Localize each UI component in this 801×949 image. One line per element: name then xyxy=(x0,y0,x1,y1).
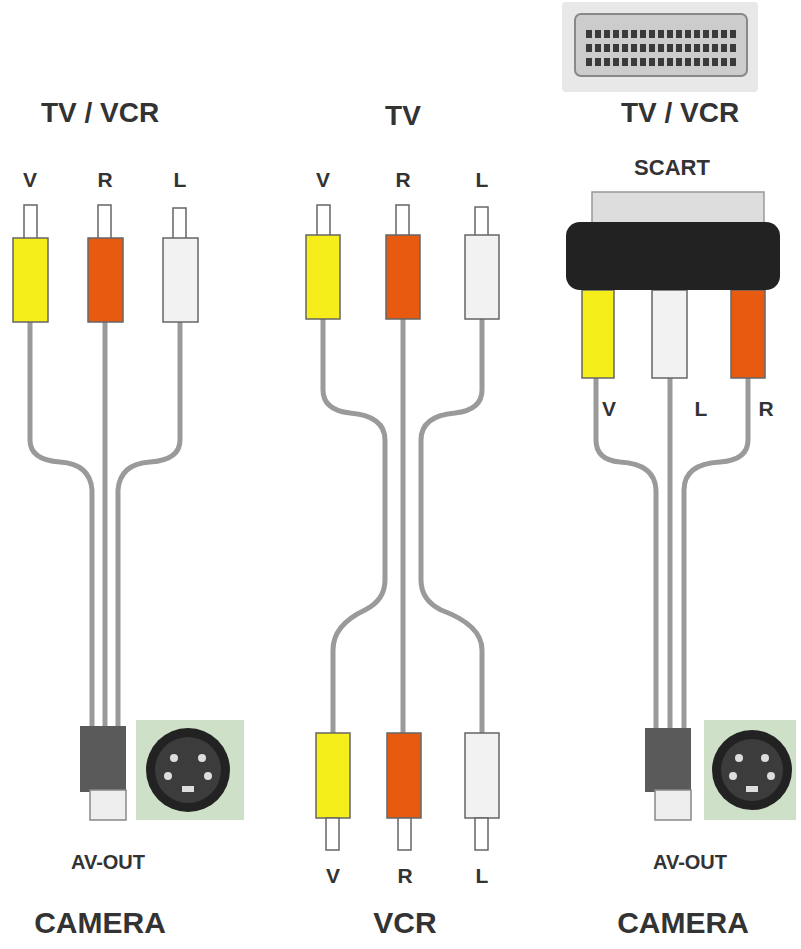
channel-letter: R xyxy=(758,397,773,420)
device-name: CAMERA xyxy=(617,906,749,939)
device-name: CAMERA xyxy=(34,906,166,939)
channel-letter: L xyxy=(695,397,708,420)
device-name: VCR xyxy=(373,906,436,939)
cable-wires xyxy=(30,319,748,733)
device-heading: TV / VCR xyxy=(621,98,739,129)
channel-letter: L xyxy=(174,168,187,191)
mini-din-photos xyxy=(136,720,796,820)
channel-letter: R xyxy=(397,864,412,887)
rca-plugs xyxy=(13,205,765,850)
port-name: AV-OUT xyxy=(653,851,727,873)
device-heading: TV xyxy=(385,101,421,132)
scart-socket-photo xyxy=(562,2,758,92)
av-out-plugs xyxy=(80,726,691,820)
channel-letter: L xyxy=(476,168,489,191)
channel-letter: V xyxy=(602,397,616,420)
channel-letter: V xyxy=(326,864,340,887)
channel-letter: V xyxy=(316,168,330,191)
scart-plug xyxy=(566,192,780,290)
channel-letter: R xyxy=(395,168,410,191)
channel-letter: R xyxy=(97,168,112,191)
connector-name: SCART xyxy=(634,156,710,180)
channel-letter: V xyxy=(23,168,37,191)
port-name: AV-OUT xyxy=(71,851,145,873)
device-heading: TV / VCR xyxy=(41,98,159,129)
channel-letter: L xyxy=(476,864,489,887)
